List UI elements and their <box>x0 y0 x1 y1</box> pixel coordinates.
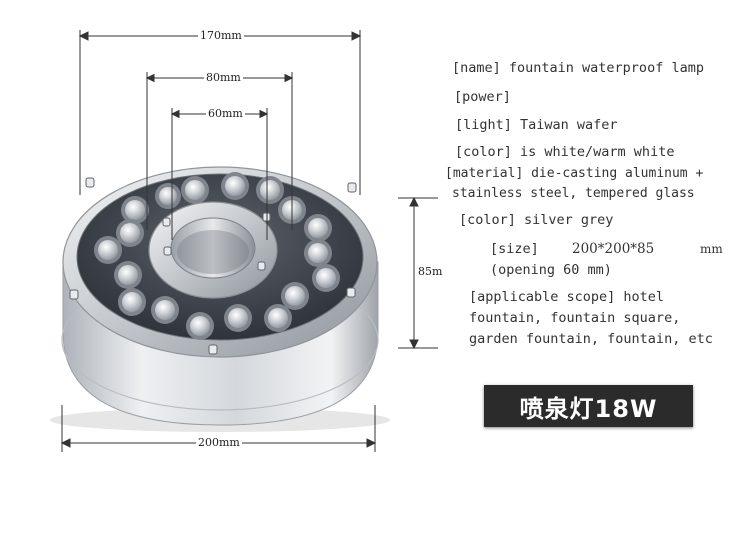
spec-scope-line1: [applicable scope] hotel <box>469 289 665 305</box>
led-lens <box>116 219 144 247</box>
spec-size-label: [size] <box>490 241 539 257</box>
dimension-label-60mm: 60mm <box>206 107 245 120</box>
screw <box>347 182 357 193</box>
dimension-label-170mm: 170mm <box>198 29 244 42</box>
spec-name: [name] fountain waterproof lamp <box>452 60 704 76</box>
screw <box>163 246 172 256</box>
led-lens <box>304 214 332 242</box>
led-lens <box>121 196 149 224</box>
spec-color-silver: [color] silver grey <box>459 212 614 228</box>
led-lens <box>114 261 142 289</box>
spec-size-value: 200*200*85 <box>572 241 655 257</box>
product-badge: 喷泉灯18W <box>484 385 693 427</box>
spec-color: [color] is white/warm white <box>455 144 675 160</box>
screw <box>257 261 266 271</box>
led-lens <box>118 288 146 316</box>
led-lens <box>264 304 292 332</box>
led-lens <box>304 239 332 267</box>
led-lens <box>224 304 252 332</box>
dimension-label-200mm: 200mm <box>196 436 242 449</box>
led-lens <box>94 236 122 264</box>
spec-material-line1: [material] die-casting aluminum + <box>445 166 704 181</box>
spec-size-unit: mm <box>700 242 723 256</box>
led-lens <box>256 176 284 204</box>
spec-opening: (opening 60 mm) <box>490 262 612 278</box>
spec-power: [power] <box>454 89 511 105</box>
product-badge-label: 喷泉灯18W <box>519 394 658 423</box>
led-lens <box>312 264 340 292</box>
screw <box>346 287 356 298</box>
led-lens <box>186 312 214 340</box>
led-lens <box>281 282 309 310</box>
screw <box>85 177 95 188</box>
led-lens <box>155 183 181 209</box>
spec-scope-line2: fountain, fountain square, <box>469 310 681 326</box>
screw <box>69 289 79 300</box>
screw <box>208 344 218 355</box>
spec-scope-line3: garden fountain, fountain, etc <box>469 331 713 347</box>
center-opening-inner <box>177 230 249 274</box>
dimension-label-85m: 85m <box>416 265 445 278</box>
led-lens <box>181 176 209 204</box>
screws <box>69 177 357 355</box>
screw <box>162 217 171 227</box>
led-lens <box>221 172 249 200</box>
led-lenses <box>94 172 340 340</box>
led-lens <box>151 296 179 324</box>
spec-light: [light] Taiwan wafer <box>455 117 618 133</box>
spec-material-line2: stainless steel, tempered glass <box>452 186 695 201</box>
dimension-label-80mm: 80mm <box>204 71 243 84</box>
